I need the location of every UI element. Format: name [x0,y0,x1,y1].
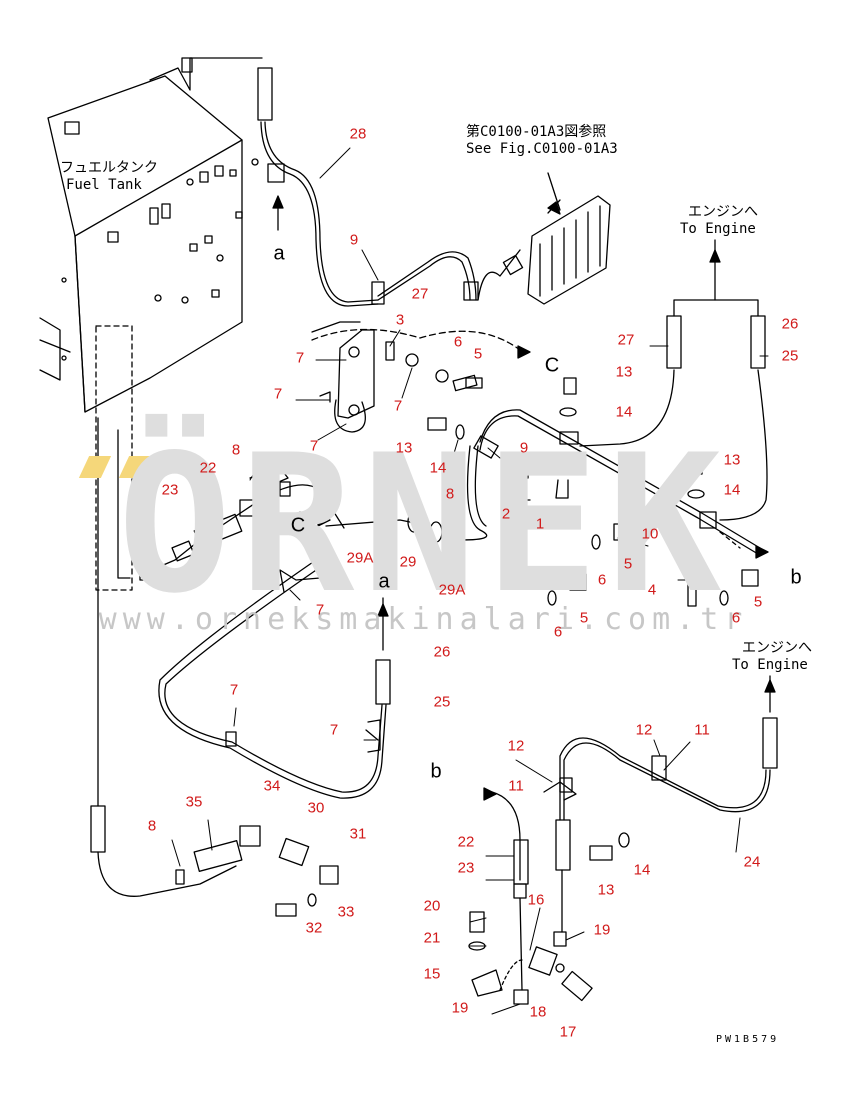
callout-11: 11 [508,777,524,795]
callout-6: 6 [597,571,607,589]
ref-b-right: b [790,566,802,589]
callout-19: 19 [451,999,469,1017]
callout-8: 8 [147,817,157,835]
callout-8: 8 [231,441,241,459]
see-fig-label-en: See Fig.C0100-01A3 [466,141,618,157]
callout-15: 15 [423,965,441,983]
callout-8: 8 [445,485,455,503]
callout-29A: 29A [346,549,374,567]
ref-arrow-c-upper [311,328,531,359]
callout-7: 7 [329,721,339,739]
callout-5: 5 [753,593,763,611]
callout-26: 26 [781,315,799,333]
callout-29: 29 [399,553,417,571]
callout-5: 5 [623,555,633,573]
callout-14: 14 [723,481,741,499]
hose-lower-left [90,417,339,917]
callout-12: 12 [507,737,525,755]
callout-26: 26 [433,643,451,661]
callout-7: 7 [315,601,325,619]
callout-33: 33 [337,903,355,921]
fuel-cooler [527,172,611,305]
callout-27: 27 [411,285,429,303]
fuel-tank-label-jp: フュエルタンク [60,160,158,176]
leader-lines [171,147,769,1015]
callout-7: 7 [273,385,283,403]
to-engine-upper-jp: エンジンへ [688,204,758,220]
callout-1: 1 [535,515,545,533]
callout-5: 5 [579,609,589,627]
drawing-code: PW1B579 [716,1034,780,1045]
callout-27: 27 [617,331,635,349]
callout-24: 24 [743,853,761,871]
callout-14: 14 [429,459,447,477]
callout-23: 23 [161,481,179,499]
callout-17: 17 [559,1023,577,1041]
to-engine-lower-en: To Engine [732,657,808,673]
ref-c-upper: C [544,354,560,377]
bolts [427,377,759,607]
watermark-url: www.orneksmakinalari.com.tr [98,602,749,637]
watermark-brand: ÖRNEK [117,414,730,635]
fuel-tank-label-en: Fuel Tank [66,177,142,193]
callout-32: 32 [305,919,323,937]
to-engine-upper-en: To Engine [680,221,756,237]
ref-a-upper: a [273,242,285,265]
callout-2: 2 [501,505,511,523]
callout-22: 22 [457,833,475,851]
callout-29A: 29A [438,581,466,599]
callout-6: 6 [553,623,563,641]
callout-4: 4 [647,581,657,599]
callout-12: 12 [635,721,653,739]
callout-10: 10 [641,525,659,543]
callout-13: 13 [615,363,633,381]
hose-27-upper [371,249,524,305]
callout-31: 31 [349,825,367,843]
callout-22: 22 [199,459,217,477]
fuel-tank [39,75,243,591]
callout-20: 20 [423,897,441,915]
callout-21: 21 [423,929,441,947]
ref-c-lower: C [290,514,306,537]
callout-11: 11 [694,721,710,739]
callout-14: 14 [615,403,633,421]
callout-3: 3 [395,311,405,329]
callout-28: 28 [349,125,367,143]
bracket-assembly-7 [311,321,478,433]
callout-30: 30 [307,799,325,817]
callout-9: 9 [349,231,359,249]
callout-6: 6 [731,609,741,627]
callout-13: 13 [723,451,741,469]
callout-19: 19 [593,921,611,939]
ref-b-lower: b [430,760,442,783]
to-engine-lower-jp: エンジンへ [742,640,812,656]
callout-13: 13 [395,439,413,457]
callout-35: 35 [185,793,203,811]
tank-return-fitting [251,158,285,231]
callout-25: 25 [781,347,799,365]
hose-to-engine-upper [579,239,768,521]
callout-7: 7 [393,397,403,415]
callout-6: 6 [453,333,463,351]
callout-18: 18 [529,1003,547,1021]
callout-34: 34 [263,777,281,795]
callout-16: 16 [527,891,545,909]
callout-13: 13 [597,881,615,899]
center-piping [459,409,769,559]
hose-to-engine-lower [468,675,778,1005]
callout-25: 25 [433,693,451,711]
see-fig-label-jp: 第C0100-01A3図参照 [466,124,607,140]
callout-23: 23 [457,859,475,877]
line-22-29 [117,429,459,581]
callout-5: 5 [473,345,483,363]
callout-14: 14 [633,861,651,879]
ref-a-lower: a [378,570,390,593]
callout-7: 7 [309,437,319,455]
callout-7: 7 [295,349,305,367]
callout-7: 7 [229,681,239,699]
callout-9: 9 [519,439,529,457]
hose-loop-lower [158,547,391,799]
hose-28 [149,57,379,307]
